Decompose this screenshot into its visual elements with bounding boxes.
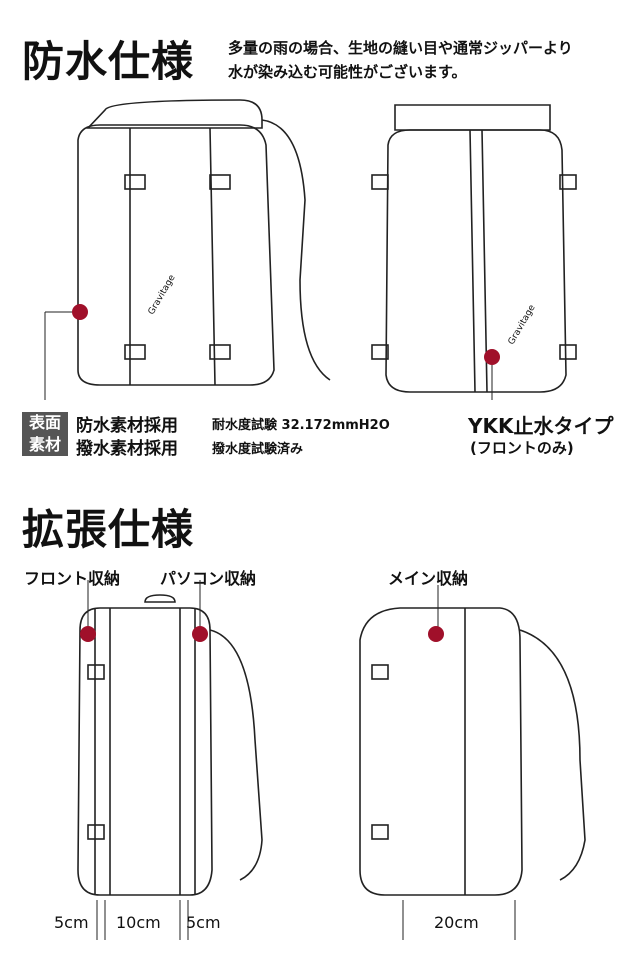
label-front-storage: フロント収納 bbox=[24, 569, 121, 588]
dim-main: 10cm bbox=[116, 913, 161, 932]
marker-front bbox=[80, 626, 96, 642]
surface-material-badge: 表面 素材 bbox=[22, 412, 68, 456]
spec1-main: 防水素材採用 bbox=[76, 416, 178, 436]
marker-surface bbox=[72, 304, 88, 320]
spec1-sub: 耐水度試験 32.172mmH2O bbox=[212, 418, 390, 433]
zipper-sub: (フロントのみ) bbox=[470, 439, 574, 457]
marker-main bbox=[428, 626, 444, 642]
badge-line: 素材 bbox=[28, 435, 61, 454]
dim-expanded: 20cm bbox=[434, 913, 479, 932]
waterproof-title: 防水仕様 bbox=[22, 37, 195, 86]
badge-line: 表面 bbox=[28, 413, 61, 432]
marker-pc bbox=[192, 626, 208, 642]
zipper-title: YKK止水タイプ bbox=[468, 414, 614, 438]
note-line: 水が染み込む可能性がございます。 bbox=[228, 63, 467, 81]
note-line: 多量の雨の場合、生地の縫い目や通常ジッパーより bbox=[228, 39, 573, 57]
marker-zipper bbox=[484, 349, 500, 365]
expansion-title: 拡張仕様 bbox=[22, 505, 195, 554]
label-pc-storage: パソコン収納 bbox=[160, 569, 257, 588]
label-main-storage: メイン収納 bbox=[388, 569, 469, 588]
spec2-sub: 撥水度試験済み bbox=[212, 442, 304, 457]
dim-pc: 5cm bbox=[186, 913, 221, 932]
waterproof-note: 多量の雨の場合、生地の縫い目や通常ジッパーより 水が染み込む可能性がございます。 bbox=[228, 36, 573, 84]
backpack-illustrations-top bbox=[44, 99, 577, 400]
spec2-main: 撥水素材採用 bbox=[76, 439, 178, 459]
backpack-illustrations-bottom bbox=[77, 580, 586, 940]
dim-front: 5cm bbox=[54, 913, 89, 932]
